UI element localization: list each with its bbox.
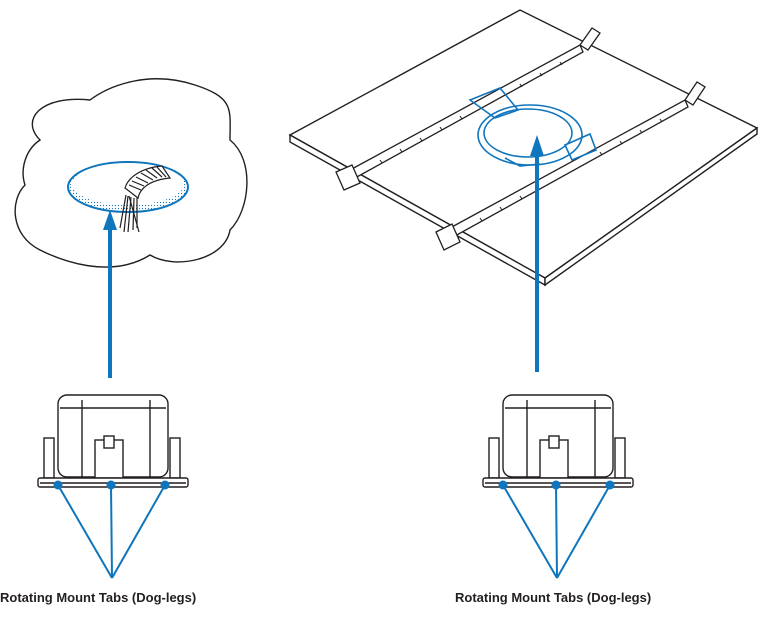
left-speaker bbox=[37, 394, 189, 488]
left-insert-arrow bbox=[103, 210, 117, 378]
left-panel bbox=[14, 78, 248, 579]
mounting-bracket bbox=[468, 87, 598, 167]
support-rails bbox=[335, 27, 706, 251]
left-mount-tabs-caption: Rotating Mount Tabs (Dog-legs) bbox=[0, 590, 197, 605]
right-speaker bbox=[482, 394, 634, 488]
ceiling-tile bbox=[288, 9, 759, 287]
right-insert-arrow bbox=[530, 135, 544, 372]
left-mount-tab-callouts bbox=[53, 480, 170, 579]
right-mount-tab-callouts bbox=[498, 480, 615, 579]
flexible-conduit bbox=[119, 165, 172, 233]
right-mount-tabs-caption: Rotating Mount Tabs (Dog-legs) bbox=[455, 590, 652, 605]
drywall-ceiling-outline bbox=[14, 78, 248, 268]
right-panel bbox=[288, 9, 759, 579]
